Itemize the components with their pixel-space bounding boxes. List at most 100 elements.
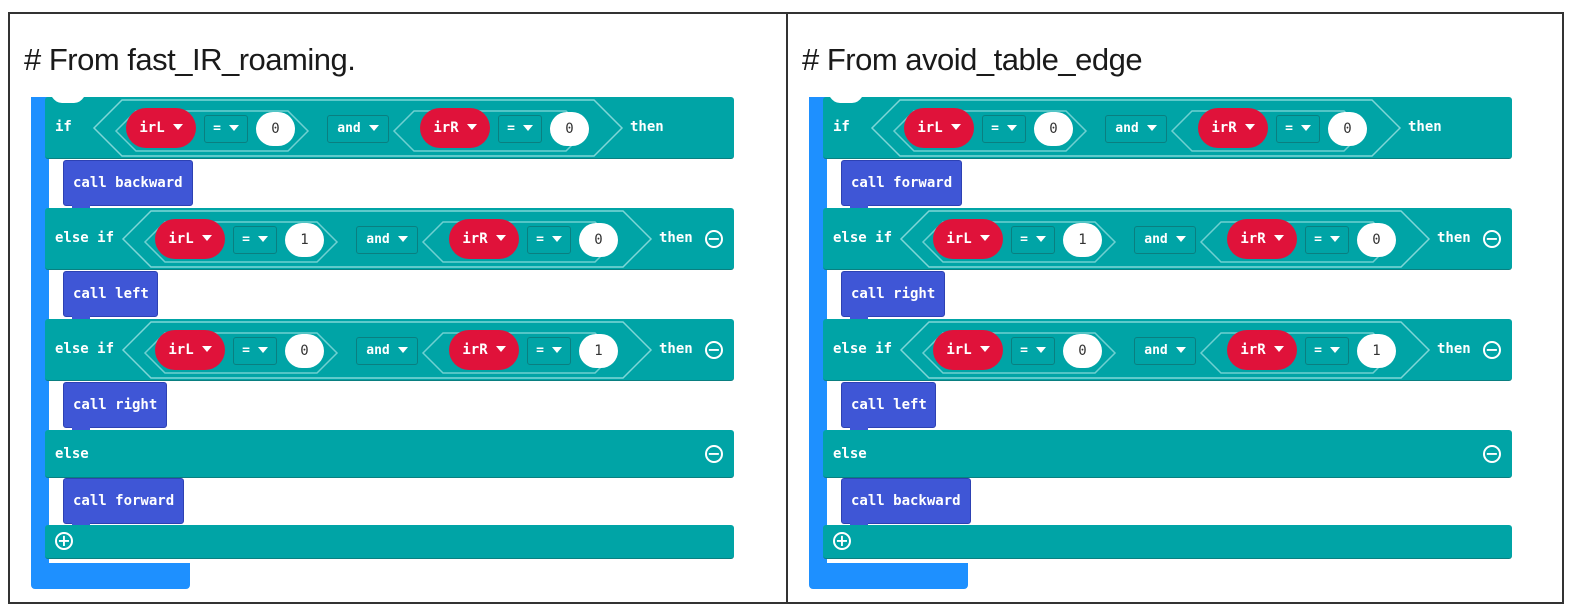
irL-variable-dropdown[interactable]: irL [904,108,974,148]
left-compare-block-outline [114,110,310,152]
equals-operator-dropdown[interactable]: = [233,337,277,365]
irR-value-input[interactable]: 1 [1357,334,1396,368]
irL-variable-dropdown[interactable]: irL [126,108,196,148]
irR-variable-dropdown[interactable]: irR [420,108,490,148]
right-compare-block [392,110,588,152]
left-compare-block [892,110,1088,152]
equals-operator-dropdown[interactable]: = [982,115,1026,143]
equals-operator-dropdown[interactable]: = [204,115,248,143]
else-block[interactable]: else − [45,430,734,478]
irL-value-input[interactable]: 0 [1063,334,1102,368]
caret-down-icon [201,235,212,241]
if-keyword: if [833,119,850,135]
and-condition-block: irL = 1 and irR = 0 [899,210,1431,268]
right-compare-block-outline [421,221,617,263]
irR-variable-dropdown[interactable]: irR [1227,219,1297,259]
caret-down-icon [1300,124,1311,131]
else-keyword: else [55,446,89,462]
then-keyword: then [630,119,664,135]
equals-operator-dropdown[interactable]: = [1276,115,1320,143]
and-operator-dropdown[interactable]: and [327,115,389,143]
caret-down-icon [950,124,961,130]
left-compare-block-outline [892,110,1088,152]
equals-operator-dropdown[interactable]: = [527,226,571,254]
and-operator-dropdown[interactable]: and [1134,337,1196,365]
else-if-keyword: else if [833,230,893,246]
and-condition-block-outline [870,99,1402,157]
minus-circle-icon[interactable]: − [1483,230,1501,248]
irR-value-input[interactable]: 1 [579,334,618,368]
minus-circle-icon[interactable]: − [705,230,723,248]
equals-operator-dropdown[interactable]: = [233,226,277,254]
irL-label: irL [946,342,972,358]
right-compare-block [1170,110,1366,152]
irL-value-input[interactable]: 0 [256,112,295,146]
block-notch [830,97,862,103]
irL-value-input[interactable]: 0 [1034,112,1073,146]
call-function-block[interactable]: call forward [63,478,184,529]
call-function-block[interactable]: call right [841,271,945,322]
irL-value-input[interactable]: 1 [285,223,324,257]
caret-down-icon [1273,346,1284,352]
caret-down-icon [257,235,268,242]
minus-circle-icon[interactable]: − [1483,341,1501,359]
and-operator-dropdown[interactable]: and [1134,226,1196,254]
irR-label: irR [1211,120,1237,136]
call-function-block[interactable]: call right [63,382,167,433]
minus-circle-icon[interactable]: − [1483,445,1501,463]
irL-variable-dropdown[interactable]: irL [933,219,1003,259]
equals-operator-dropdown[interactable]: = [498,115,542,143]
left-compare-block [114,110,310,152]
left-compare-block-outline [143,332,339,374]
irL-value-input[interactable]: 0 [285,334,324,368]
call-function-block[interactable]: call forward [841,160,962,211]
plus-circle-icon[interactable]: + [55,532,73,550]
caret-down-icon [201,346,212,352]
and-operator-dropdown[interactable]: and [356,337,418,365]
else-if-keyword: else if [833,341,893,357]
if-block[interactable]: if irL = 0 and irR = 0 then [823,97,1512,159]
caret-down-icon [495,346,506,352]
minus-circle-icon[interactable]: − [705,341,723,359]
caret-down-icon [495,235,506,241]
then-keyword: then [1408,119,1442,135]
irL-variable-dropdown[interactable]: irL [155,330,225,370]
right-compare-block-outline [392,110,588,152]
and-condition-block: irL = 0 and irR = 1 [121,321,653,379]
equals-operator-dropdown[interactable]: = [1305,337,1349,365]
left-compare-block [143,221,339,263]
irR-variable-dropdown[interactable]: irR [449,219,519,259]
equals-operator-dropdown[interactable]: = [1011,226,1055,254]
equals-operator-dropdown[interactable]: = [1305,226,1349,254]
event-block-spine [31,97,49,563]
irR-label: irR [433,120,459,136]
irL-value-input[interactable]: 1 [1063,223,1102,257]
irR-value-input[interactable]: 0 [1328,112,1367,146]
equals-operator-dropdown[interactable]: = [1011,337,1055,365]
call-function-block[interactable]: call backward [63,160,193,211]
irR-variable-dropdown[interactable]: irR [449,330,519,370]
irR-variable-dropdown[interactable]: irR [1198,108,1268,148]
call-function-block[interactable]: call left [841,382,936,433]
minus-circle-icon[interactable]: − [705,445,723,463]
irL-label: irL [168,342,194,358]
irR-variable-dropdown[interactable]: irR [1227,330,1297,370]
call-function-block[interactable]: call backward [841,478,971,529]
irR-value-input[interactable]: 0 [550,112,589,146]
irR-value-input[interactable]: 0 [1357,223,1396,257]
equals-operator-dropdown[interactable]: = [527,337,571,365]
plus-circle-icon[interactable]: + [833,532,851,550]
irL-variable-dropdown[interactable]: irL [933,330,1003,370]
and-condition-block: irL = 0 and irR = 0 [92,99,624,157]
and-operator-dropdown[interactable]: and [1105,115,1167,143]
call-function-block[interactable]: call left [63,271,158,322]
and-operator-dropdown[interactable]: and [356,226,418,254]
irR-value-input[interactable]: 0 [579,223,618,257]
else-block[interactable]: else− [823,430,1512,478]
irL-variable-dropdown[interactable]: irL [155,219,225,259]
